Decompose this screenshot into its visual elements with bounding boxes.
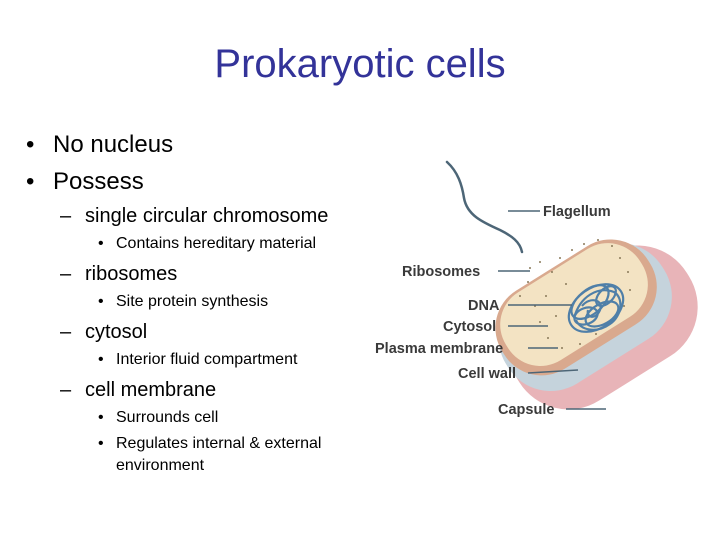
label-plasma-membrane: Plasma membrane [375, 341, 503, 357]
bullet-marker: • [26, 131, 35, 158]
dash-marker: – [60, 379, 72, 401]
bullet-marker: • [98, 409, 104, 426]
dash-marker: – [60, 263, 72, 285]
bullet-chromosome-sub: Contains hereditary material [116, 235, 317, 252]
bullet-membrane-sub2: Regulates internal & external [116, 435, 322, 452]
bullet-ribosomes-sub: Site protein synthesis [116, 293, 269, 310]
label-cytosol: Cytosol [443, 319, 496, 335]
bullet-marker: • [98, 351, 104, 368]
bullet-marker: • [26, 168, 35, 195]
label-dna: DNA [468, 298, 500, 314]
label-cell-wall: Cell wall [458, 366, 516, 382]
dash-marker: – [60, 321, 72, 343]
bullet-no-nucleus: No nucleus [53, 131, 174, 158]
bullet-membrane-sub2-cont: environment [116, 457, 205, 474]
bullet-cytosol: cytosol [85, 321, 148, 343]
bullet-marker: • [98, 435, 104, 452]
label-capsule: Capsule [498, 402, 554, 418]
ribosome-dots [519, 239, 631, 349]
dna-nucleoid [567, 283, 625, 333]
bullet-marker: • [98, 235, 104, 252]
flagellum [445, 160, 524, 254]
bullet-cell-membrane: cell membrane [85, 379, 217, 401]
bullet-ribosomes: ribosomes [85, 263, 178, 285]
page-title: Prokaryotic cells [214, 42, 506, 86]
label-ribosomes: Ribosomes [402, 264, 480, 280]
dash-marker: – [60, 205, 72, 227]
bullet-chromosome: single circular chromosome [85, 205, 329, 227]
label-flagellum: Flagellum [543, 204, 611, 220]
bullet-cytosol-sub: Interior fluid compartment [116, 351, 298, 368]
leader-lines [498, 210, 606, 410]
bullet-marker: • [98, 293, 104, 310]
bullet-membrane-sub1: Surrounds cell [116, 409, 219, 426]
bullet-possess: Possess [53, 168, 144, 195]
